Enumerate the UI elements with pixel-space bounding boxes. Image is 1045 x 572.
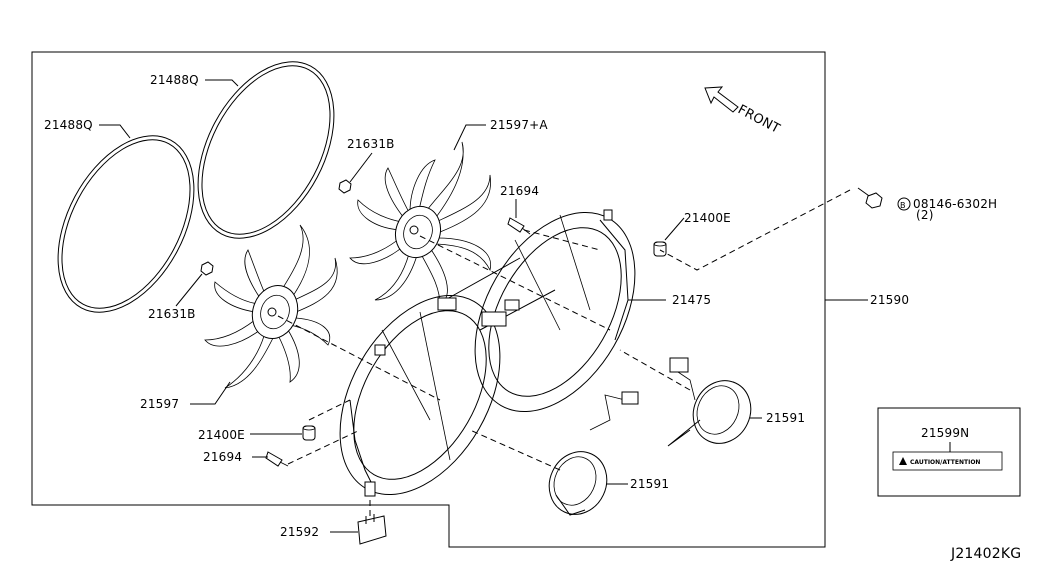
bolt	[857, 187, 911, 211]
front-label: FRONT	[735, 102, 782, 137]
callout-21590: 21590	[870, 293, 909, 307]
callout-21631b-lower: 21631B	[148, 307, 196, 321]
clip-lower	[265, 451, 289, 467]
grommet-lower	[302, 425, 316, 441]
callout-21631b-upper: 21631B	[347, 137, 395, 151]
callout-bolt-prefix: B	[900, 201, 906, 210]
bolt-prefix-circle	[897, 197, 911, 211]
callout-21591-lower: 21591	[630, 477, 669, 491]
callout-21488q-upper: 21488Q	[150, 73, 199, 87]
clip-upper	[507, 217, 531, 235]
callout-21400e-lower: 21400E	[198, 428, 245, 442]
label-21599N-box: CAUTION/ATTENTION	[877, 407, 1021, 497]
leader-lines	[99, 79, 951, 533]
callout-21694-lower: 21694	[203, 450, 242, 464]
seal-ring-lower	[57, 135, 195, 313]
callout-21400e-upper: 21400E	[684, 211, 731, 225]
fan-nut-lower	[200, 261, 214, 276]
warning-label-text: CAUTION/ATTENTION	[910, 459, 980, 466]
callout-21597a: 21597+A	[490, 118, 548, 132]
callout-21599n: 21599N	[921, 426, 969, 440]
fan-lower	[204, 224, 338, 389]
callout-21592: 21592	[280, 525, 319, 539]
motor-right	[667, 357, 752, 447]
callout-bolt-part: 08146-6302H	[913, 197, 997, 211]
callout-21475: 21475	[672, 293, 711, 307]
bracket	[357, 514, 387, 545]
fan-upper	[349, 141, 492, 306]
diagram-code: J21402KG	[950, 546, 1021, 562]
callout-21694-upper: 21694	[500, 184, 539, 198]
assembly-dash-lines	[277, 189, 851, 516]
callout-bolt-qty: (2)	[916, 208, 934, 222]
fan-shroud	[339, 209, 636, 497]
callout-21591-right: 21591	[766, 411, 805, 425]
assembly-frame	[31, 51, 826, 548]
callout-21488q-lower: 21488Q	[44, 118, 93, 132]
callout-labels: 21488Q 21488Q 21631B 21597+A 21694 21400…	[44, 73, 1021, 562]
callout-21597: 21597	[140, 397, 179, 411]
seal-ring-upper	[197, 61, 335, 239]
motor-lower	[548, 391, 639, 516]
fan-nut-upper	[338, 179, 352, 194]
front-arrow-icon	[704, 86, 739, 113]
grommet-upper	[653, 241, 667, 257]
